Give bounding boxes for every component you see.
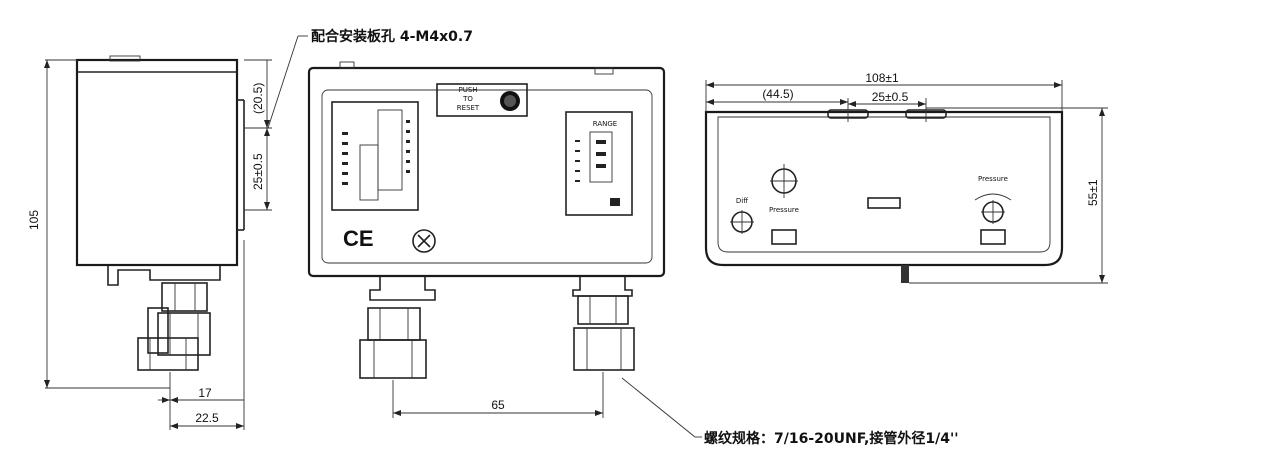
side-height-dim: 105 — [27, 210, 41, 230]
left-pressure-label: Pressure — [769, 206, 799, 214]
side-fitting-hex-1 — [161, 282, 208, 312]
pressure-scale-window — [565, 111, 633, 216]
left-offset-dim: (44.5) — [762, 87, 793, 101]
side-view: 105 (20.5) 25±0.5 17 22.5 — [27, 35, 308, 430]
front-left-fitting-nut — [359, 339, 427, 379]
ce-mark: CE — [343, 226, 374, 251]
front-view: PUSH TO RESET RANGE CE — [307, 61, 702, 438]
reset-panel — [436, 83, 528, 117]
right-pressure-label: Pressure — [978, 175, 1008, 183]
front-right-fitting-nut — [573, 327, 635, 371]
front-body — [307, 66, 666, 278]
side-hole-spacing-dim: 25±0.5 — [251, 153, 265, 190]
side-fitting-nut — [137, 337, 199, 371]
diff-scale-window — [331, 101, 419, 211]
diff-label: Diff — [736, 197, 748, 205]
bottom-view: Diff Pressure Pressure 108±1 (44.5) 25±0… — [704, 71, 1108, 284]
range-label: RANGE — [593, 120, 617, 128]
side-top-offset-dim: (20.5) — [251, 83, 265, 114]
side-fitting-offset-dim: 17 — [198, 386, 212, 400]
front-right-fitting-hex — [577, 295, 629, 325]
front-left-fitting-hex — [367, 307, 421, 341]
total-width-dim: 108±1 — [865, 71, 899, 85]
side-fitting-hex-2 — [157, 312, 211, 356]
reset-text-3: RESET — [457, 104, 480, 112]
bottom-body — [704, 110, 1064, 267]
front-screw — [412, 229, 436, 253]
reset-text-2: TO — [462, 95, 473, 103]
connection-spacing-dim: 65 — [491, 398, 505, 412]
bottom-slot — [867, 197, 901, 209]
reset-text-1: PUSH — [458, 86, 477, 94]
side-body — [75, 58, 239, 267]
bottom-hole-spacing-dim: 25±0.5 — [872, 90, 909, 104]
depth-dim: 55±1 — [1086, 179, 1100, 206]
thread-spec-callout: 螺纹规格：7/16-20UNF,接管外径1/4'' — [704, 431, 959, 447]
bottom-pin — [901, 265, 909, 283]
side-fitting-width-dim: 22.5 — [195, 411, 219, 425]
mounting-holes-callout: 配合安装板孔 4-M4x0.7 — [311, 29, 473, 45]
